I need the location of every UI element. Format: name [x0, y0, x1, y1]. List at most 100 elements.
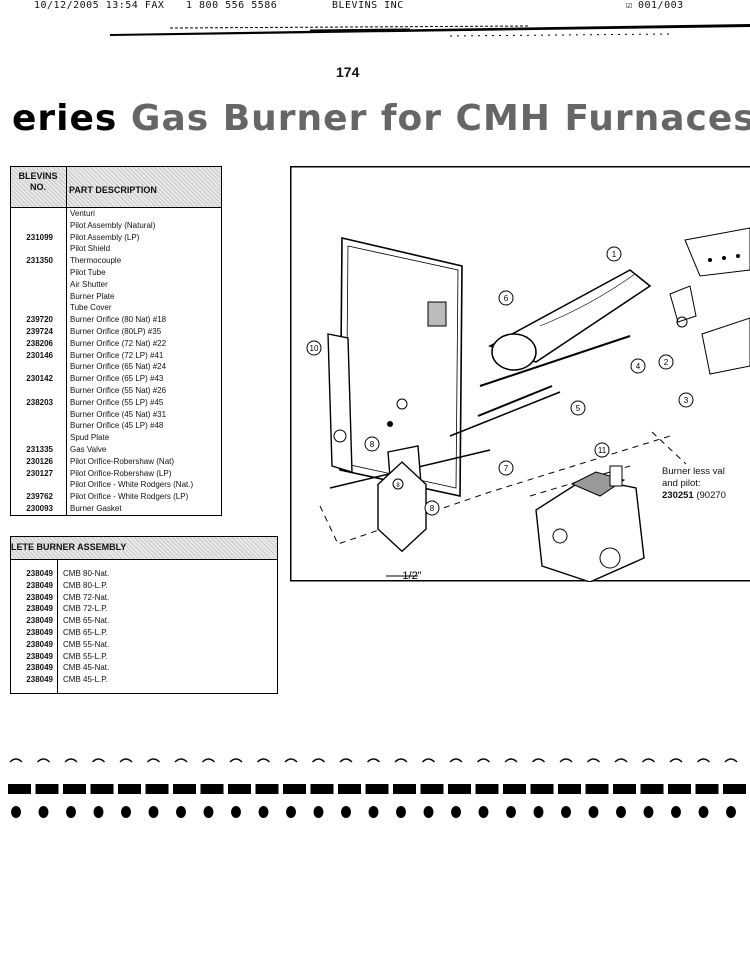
binding-hole-top	[312, 758, 325, 763]
part-number: 238049	[26, 627, 53, 637]
binding-strip	[475, 784, 499, 794]
col-header-description: PART DESCRIPTION	[69, 185, 157, 195]
svg-text:11: 11	[598, 446, 607, 455]
svg-text:2: 2	[664, 358, 669, 367]
binding-hole-bottom	[148, 806, 159, 818]
binding-strip	[255, 784, 279, 794]
part-number: 238049	[26, 675, 53, 685]
part-description: Pilot Tube	[70, 267, 106, 277]
binding-hole-bottom	[93, 806, 104, 818]
table-row: Spud Plate	[11, 432, 221, 444]
binding-strip	[118, 784, 141, 794]
part-description: Burner Gasket	[70, 503, 122, 513]
binding-hole-top	[147, 758, 160, 763]
binding-hole-top	[449, 758, 463, 763]
binding-hole-bottom	[203, 806, 214, 818]
binding-hole-bottom	[313, 806, 324, 818]
callout-11: 11	[594, 442, 610, 458]
table-row: Venturi	[11, 208, 221, 220]
part-number: 231335	[26, 444, 53, 454]
binding-hole-bottom	[341, 806, 351, 818]
binding-strip	[448, 784, 471, 794]
part-description: Pilot Orifice-Robershaw (LP)	[70, 468, 172, 478]
part-description: Pilot Assembly (LP)	[70, 232, 140, 242]
title-prefix: eries	[12, 98, 118, 139]
callout-4: 4	[630, 358, 646, 374]
callout-2: 2	[658, 354, 674, 370]
table-row: Tube Cover	[11, 302, 221, 314]
binding-strip	[283, 784, 306, 794]
note-rest: (90270	[696, 490, 726, 501]
part-description: Burner Orifice (55 Nat) #26	[70, 385, 167, 395]
dimension-label: 1/2"	[386, 570, 422, 582]
binding-strip	[8, 784, 31, 794]
page-title: eries Gas Burner for CMH Furnaces	[12, 98, 750, 139]
binding-strip	[365, 784, 389, 794]
binding-hole-top	[614, 758, 628, 763]
svg-text:8: 8	[370, 440, 375, 449]
binding-hole-bottom	[561, 806, 571, 818]
fax-company: BLEVINS INC	[332, 0, 404, 11]
binding-strip	[640, 784, 664, 794]
part-number: 238049	[26, 616, 53, 626]
part-number: 238206	[26, 338, 53, 348]
svg-text:3: 3	[684, 396, 689, 405]
binding-hole-top	[257, 758, 270, 763]
part-number: 230146	[26, 350, 53, 360]
part-description: Pilot Orifice - White Rodgers (LP)	[70, 492, 189, 502]
part-description: Thermocouple	[70, 256, 122, 266]
binding-hole-bottom	[588, 806, 599, 818]
part-number: 239724	[26, 326, 53, 336]
binding-hole-top	[92, 758, 105, 763]
table-row: Burner Orifice (55 Nat) #26	[11, 385, 221, 397]
table-row: Pilot Tube	[11, 267, 221, 279]
binding-strip	[35, 784, 59, 794]
binding-hole-bottom	[176, 806, 186, 818]
table-row: 238049 CMB 55-Nat.	[11, 639, 277, 651]
binding-hole-top	[477, 758, 490, 763]
part-number: 238049	[26, 639, 53, 649]
part-number: 230127	[26, 468, 53, 478]
burner-note: Burner less val and pilot: 230251 (90270	[662, 466, 726, 502]
binding-hole-top	[669, 758, 683, 763]
part-number: 238049	[26, 569, 53, 578]
part-description: Air Shutter	[70, 279, 108, 289]
part-number: 238049	[26, 604, 53, 614]
callout-7: 7	[498, 460, 514, 476]
part-description: Burner Orifice (72 Nat) #22	[70, 338, 167, 348]
part-description: Pilot Orifice - White Rodgers (Nat.)	[70, 480, 194, 490]
svg-text:8: 8	[430, 504, 435, 513]
table-row: 238049 CMB 65-Nat.	[11, 615, 277, 627]
table-row: 238049 CMB 80-L.P.	[11, 580, 277, 592]
column-divider	[66, 207, 67, 515]
table-row: Burner Plate	[11, 291, 221, 303]
svg-text:6: 6	[504, 294, 509, 303]
note-line2: and pilot:	[662, 478, 701, 489]
svg-text:10: 10	[310, 344, 319, 353]
part-description: Tube Cover	[70, 303, 112, 313]
part-description: CMB 65-Nat.	[63, 616, 110, 626]
binding-strip	[695, 784, 719, 794]
part-number: 239762	[26, 492, 53, 502]
callout-8c: 8	[392, 478, 404, 490]
part-description: CMB 80-L.P.	[63, 580, 108, 590]
binding-hole-top	[174, 758, 188, 763]
fax-header: 10/12/2005 13:54 FAX 1 800 556 5586 BLEV…	[0, 0, 750, 14]
binding-strip	[145, 784, 169, 794]
binding-hole-top	[367, 758, 380, 763]
col-header-no: NO.	[29, 182, 46, 192]
part-number: 238049	[26, 580, 53, 590]
assembly-table-header: LETE BURNER ASSEMBLY	[11, 537, 277, 560]
binding-hole-top	[532, 758, 545, 763]
binding-hole-bottom	[533, 806, 544, 818]
column-divider	[57, 559, 58, 693]
binding-strip	[338, 784, 361, 794]
part-description: CMB 55-Nat.	[63, 639, 110, 649]
